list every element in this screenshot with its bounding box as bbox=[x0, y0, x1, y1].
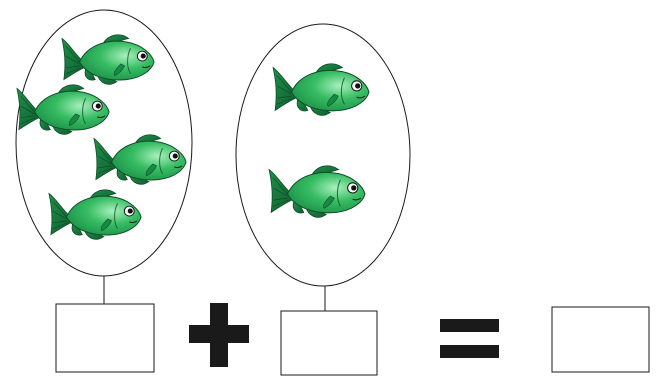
answer-box-result[interactable] bbox=[551, 306, 650, 373]
fish-group-1 bbox=[15, 9, 193, 304]
fish-icon bbox=[93, 134, 187, 185]
fish-group-2 bbox=[235, 23, 411, 311]
fish-icon bbox=[48, 189, 142, 240]
answer-box-first[interactable] bbox=[55, 303, 155, 373]
group-oval bbox=[235, 23, 411, 287]
fish-icon bbox=[268, 165, 366, 218]
plus-sign-icon bbox=[189, 303, 249, 367]
answer-box-second[interactable] bbox=[280, 310, 378, 376]
fish-icon bbox=[61, 34, 155, 85]
fish-icon bbox=[16, 84, 110, 135]
equals-sign-icon bbox=[440, 319, 499, 358]
fish-icon bbox=[272, 63, 370, 116]
